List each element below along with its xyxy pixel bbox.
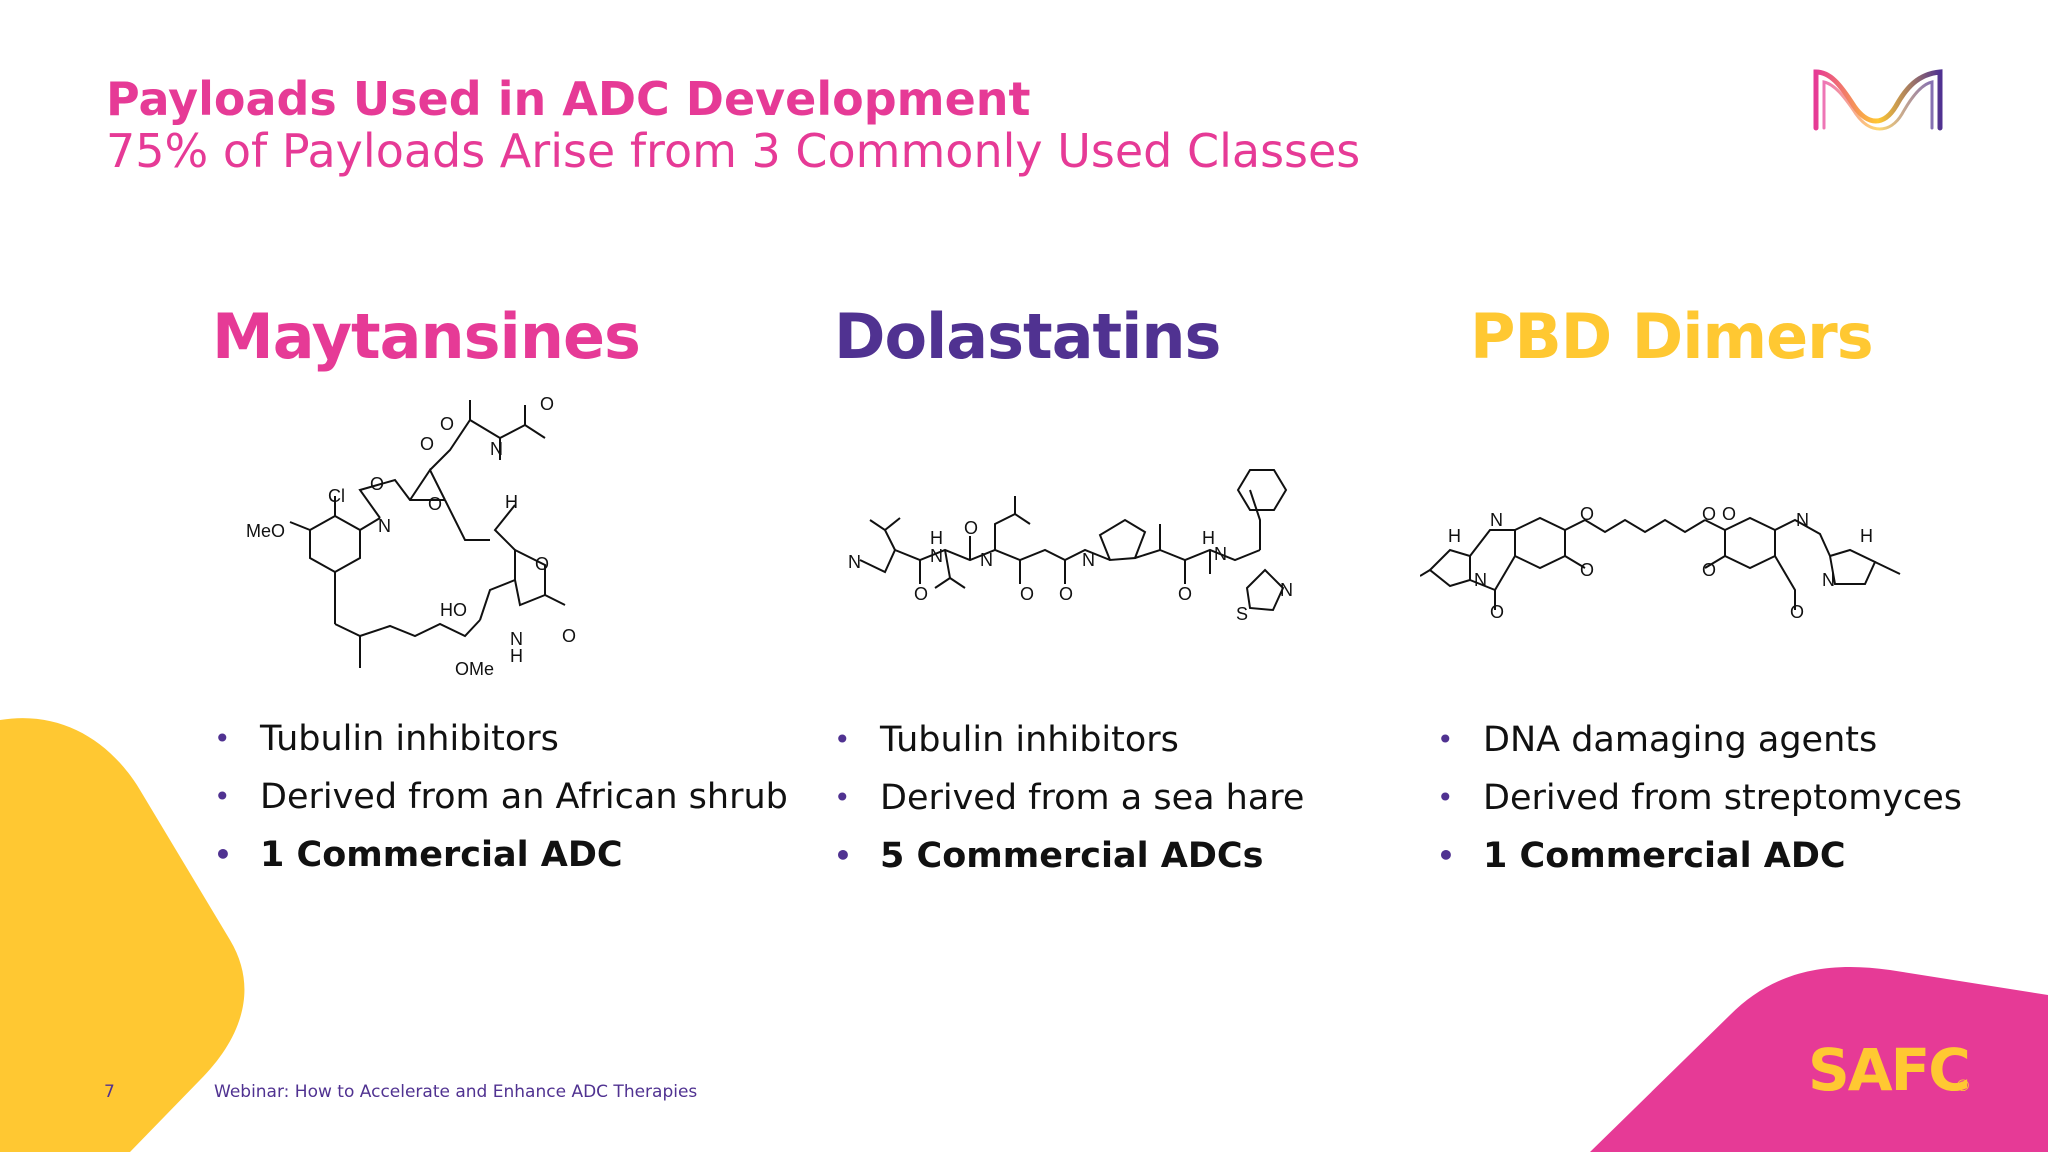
merck-logo-icon bbox=[1813, 69, 1943, 131]
mol-label: O bbox=[1178, 584, 1192, 604]
decorative-yellow-shape bbox=[0, 718, 245, 1152]
pbd-dimers-bullets: DNA damaging agents Derived from strepto… bbox=[1435, 711, 1962, 885]
mol-label: O bbox=[1790, 602, 1804, 620]
mol-label: N bbox=[1796, 510, 1809, 530]
slide-title: Payloads Used in ADC Development bbox=[106, 72, 1031, 126]
dolastatins-bullets: Tubulin inhibitors Derived from a sea ha… bbox=[832, 711, 1304, 885]
footer-text: Webinar: How to Accelerate and Enhance A… bbox=[214, 1082, 698, 1102]
mol-label: S bbox=[1236, 604, 1248, 624]
heading-dolastatins: Dolastatins bbox=[834, 300, 1221, 373]
mol-label: N bbox=[1214, 544, 1227, 564]
pbd-dimer-structure-icon: H N N O O O O O O N H N O bbox=[1420, 504, 1901, 620]
maytansines-bullets: Tubulin inhibitors Derived from an Afric… bbox=[212, 710, 788, 884]
mol-label: N bbox=[1280, 580, 1293, 600]
mol-label: HO bbox=[440, 600, 467, 620]
mol-label: N bbox=[1082, 550, 1095, 570]
safc-logo: SAFC bbox=[1808, 1036, 1971, 1104]
mol-label: N bbox=[930, 546, 943, 566]
mol-label: Cl bbox=[328, 486, 345, 506]
mol-label: H bbox=[510, 646, 523, 666]
mol-label: O bbox=[535, 554, 549, 574]
dolastatin-structure-icon: N H N O O N O N O O H N N S bbox=[848, 469, 1293, 624]
bullet-item: 5 Commercial ADCs bbox=[832, 827, 1304, 885]
mol-label: N bbox=[1474, 570, 1487, 590]
mol-label: O bbox=[440, 414, 454, 434]
bullet-item: Derived from streptomyces bbox=[1435, 769, 1962, 827]
mol-label: O bbox=[1722, 504, 1736, 524]
heading-pbd-dimers: PBD Dimers bbox=[1470, 300, 1874, 373]
slide-subtitle: 75% of Payloads Arise from 3 Commonly Us… bbox=[106, 124, 1361, 178]
mol-label: N bbox=[1822, 570, 1835, 590]
mol-label: O bbox=[1702, 504, 1716, 524]
bullet-item: Tubulin inhibitors bbox=[832, 711, 1304, 769]
mol-label: N bbox=[848, 552, 861, 572]
bullet-item: Derived from an African shrub bbox=[212, 768, 788, 826]
mol-label: O bbox=[420, 434, 434, 454]
mol-label: O bbox=[964, 518, 978, 538]
mol-label: MeO bbox=[246, 521, 285, 541]
page-number: 7 bbox=[104, 1082, 115, 1102]
mol-label: H bbox=[1202, 528, 1215, 548]
bullet-item: Derived from a sea hare bbox=[832, 769, 1304, 827]
mol-label: H bbox=[1860, 526, 1873, 546]
mol-label: O bbox=[1020, 584, 1034, 604]
bullet-item: 1 Commercial ADC bbox=[212, 826, 788, 884]
mol-label: O bbox=[914, 584, 928, 604]
mol-label: O bbox=[1059, 584, 1073, 604]
mol-label: H bbox=[1448, 526, 1461, 546]
decorative-pink-shape bbox=[1590, 967, 2048, 1152]
mol-label: O bbox=[1702, 560, 1716, 580]
mol-label: O bbox=[428, 494, 442, 514]
mol-label: O bbox=[540, 394, 554, 414]
mol-label: O bbox=[562, 626, 576, 646]
mol-label: O bbox=[1490, 602, 1504, 620]
mol-label: O bbox=[1580, 504, 1594, 524]
mol-label: N bbox=[1490, 510, 1503, 530]
heading-maytansines: Maytansines bbox=[212, 300, 641, 373]
mol-label: N bbox=[378, 516, 391, 536]
mol-label: O bbox=[1580, 560, 1594, 580]
mol-label: N bbox=[490, 439, 503, 459]
bullet-item: DNA damaging agents bbox=[1435, 711, 1962, 769]
mol-label: OMe bbox=[455, 659, 494, 679]
mol-label: H bbox=[505, 492, 518, 512]
mol-label: N bbox=[510, 629, 523, 649]
registered-mark: ® bbox=[1955, 1076, 1971, 1095]
maytansine-structure-icon: O O N O O Cl MeO N O H HO O N H O OMe bbox=[246, 394, 576, 679]
bullet-item: Tubulin inhibitors bbox=[212, 710, 788, 768]
mol-label: O bbox=[370, 474, 384, 494]
mol-label: N bbox=[980, 550, 993, 570]
mol-label: H bbox=[930, 528, 943, 548]
bullet-item: 1 Commercial ADC bbox=[1435, 827, 1962, 885]
